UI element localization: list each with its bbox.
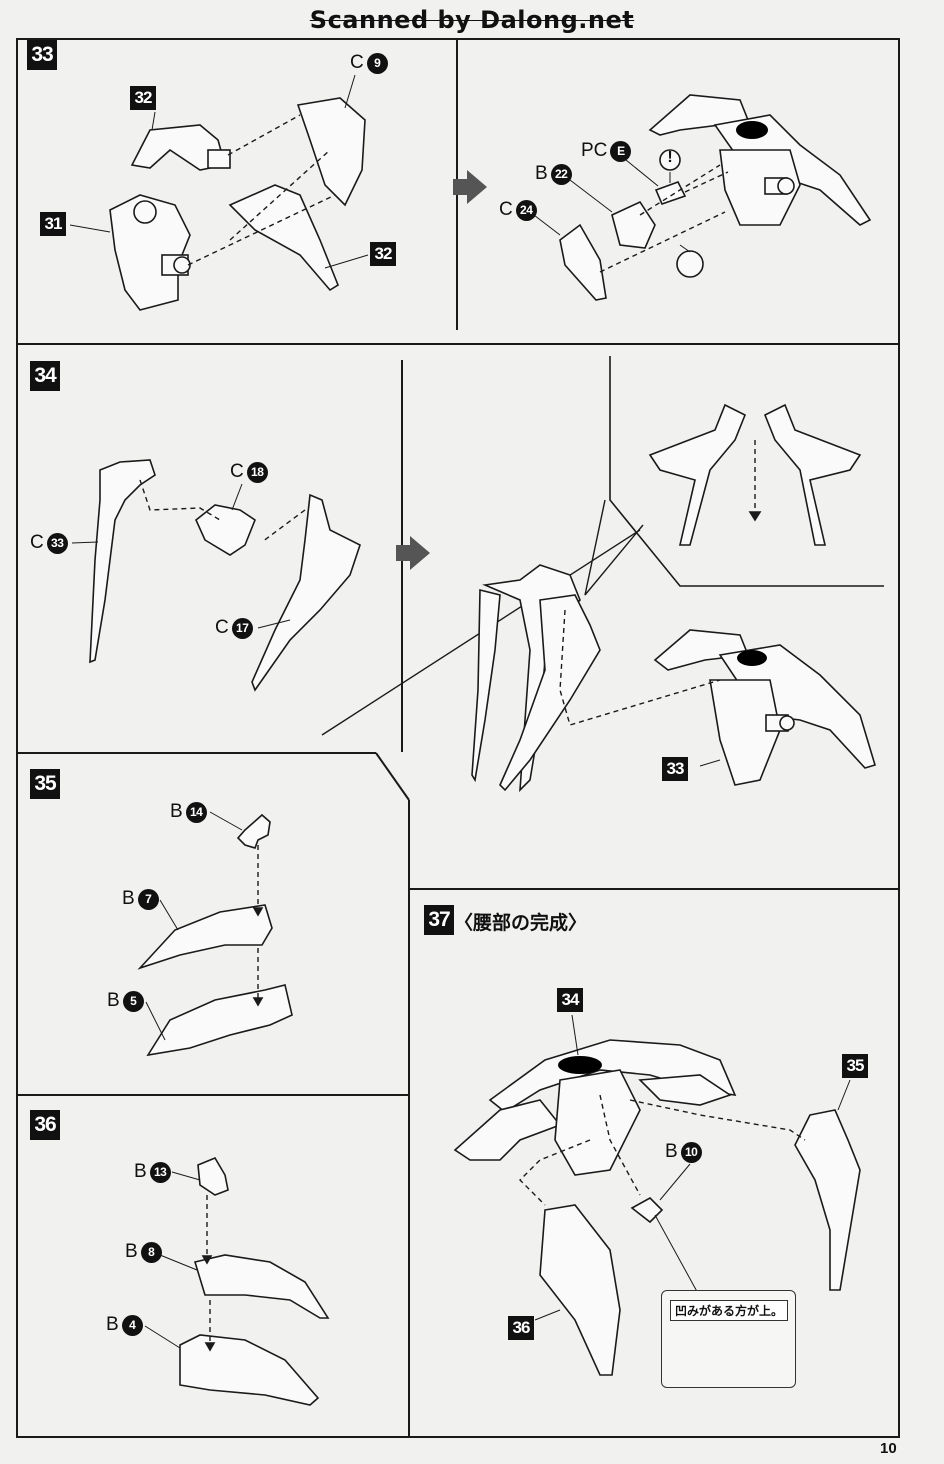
part-b14: B 14 [170, 801, 207, 823]
part-c24-letter: C [499, 199, 513, 220]
divider-35-36 [16, 1094, 408, 1096]
step-34-ref-33: 33 [662, 757, 688, 781]
step-37-ref-36: 36 [508, 1316, 534, 1340]
step-37-ref-34: 34 [557, 988, 583, 1012]
part-c17: C 17 [215, 617, 253, 639]
part-c24: C 24 [499, 199, 537, 221]
orientation-note-text: 凹みがある方が上。 [670, 1300, 789, 1321]
part-b13-number: 13 [149, 1161, 171, 1183]
next-arrow-33 [453, 170, 487, 204]
frame-right [898, 38, 900, 1438]
page-number: 10 [880, 1440, 897, 1457]
part-b5: B 5 [107, 990, 144, 1012]
part-pc-e: PC E [581, 140, 632, 162]
part-b4-letter: B [106, 1314, 119, 1335]
part-b22: B 22 [535, 163, 572, 185]
part-b13: B 13 [134, 1161, 171, 1183]
part-c33: C 33 [30, 532, 68, 554]
step-37-title: 〈腰部の完成〉 [454, 913, 588, 934]
caution-icon: ! [667, 149, 673, 166]
step-33-ref-32-upper: 32 [130, 86, 156, 110]
part-c18-number: 18 [246, 461, 268, 483]
step-33-ref-31: 31 [40, 212, 66, 236]
part-c33-letter: C [30, 532, 44, 553]
part-b5-number: 5 [122, 990, 144, 1012]
step-37-number: 37 [424, 905, 454, 935]
part-b14-number: 14 [185, 801, 207, 823]
part-b4-number: 4 [121, 1314, 143, 1336]
part-b7: B 7 [122, 888, 159, 910]
part-c17-letter: C [215, 617, 229, 638]
part-pc-e-number: E [610, 140, 632, 162]
part-b8-letter: B [125, 1241, 138, 1262]
step-37-ref-35: 35 [842, 1054, 868, 1078]
part-c17-number: 17 [231, 617, 253, 639]
part-c33-number: 33 [46, 532, 68, 554]
part-b7-letter: B [122, 888, 135, 909]
part-b4: B 4 [106, 1314, 143, 1336]
step-34-number: 34 [30, 361, 60, 391]
part-c9: C 9 [350, 52, 388, 74]
part-c9-number: 9 [366, 52, 388, 74]
part-b8-number: 8 [140, 1241, 162, 1263]
step-33-ref-32-lower: 32 [370, 242, 396, 266]
part-b10-number: 10 [680, 1141, 702, 1163]
part-c24-number: 24 [515, 199, 537, 221]
step-33-number: 33 [27, 40, 57, 70]
divider-34-35 [16, 752, 376, 754]
step-35-number: 35 [30, 769, 60, 799]
part-b10-letter: B [665, 1141, 678, 1162]
part-b22-letter: B [535, 163, 548, 184]
part-b14-letter: B [170, 801, 183, 822]
part-c9-letter: C [350, 52, 364, 73]
step-36-number: 36 [30, 1110, 60, 1140]
part-b7-number: 7 [137, 888, 159, 910]
part-c18-letter: C [230, 461, 244, 482]
divider-37-top [408, 888, 900, 890]
part-b8: B 8 [125, 1241, 162, 1263]
divider-35-right [408, 800, 410, 1436]
part-c18: C 18 [230, 461, 268, 483]
frame-left [16, 38, 18, 1438]
scanner-watermark: Scanned by Dalong.net [309, 6, 635, 34]
part-b13-letter: B [134, 1161, 147, 1182]
part-b10: B 10 [665, 1141, 702, 1163]
frame-top [16, 38, 900, 40]
part-pc-e-letter: PC [581, 140, 608, 161]
part-b22-number: 22 [550, 163, 572, 185]
next-arrow-34 [396, 536, 430, 570]
part-b5-letter: B [107, 990, 120, 1011]
divider-33-34 [16, 343, 900, 345]
frame-bottom [16, 1436, 900, 1438]
